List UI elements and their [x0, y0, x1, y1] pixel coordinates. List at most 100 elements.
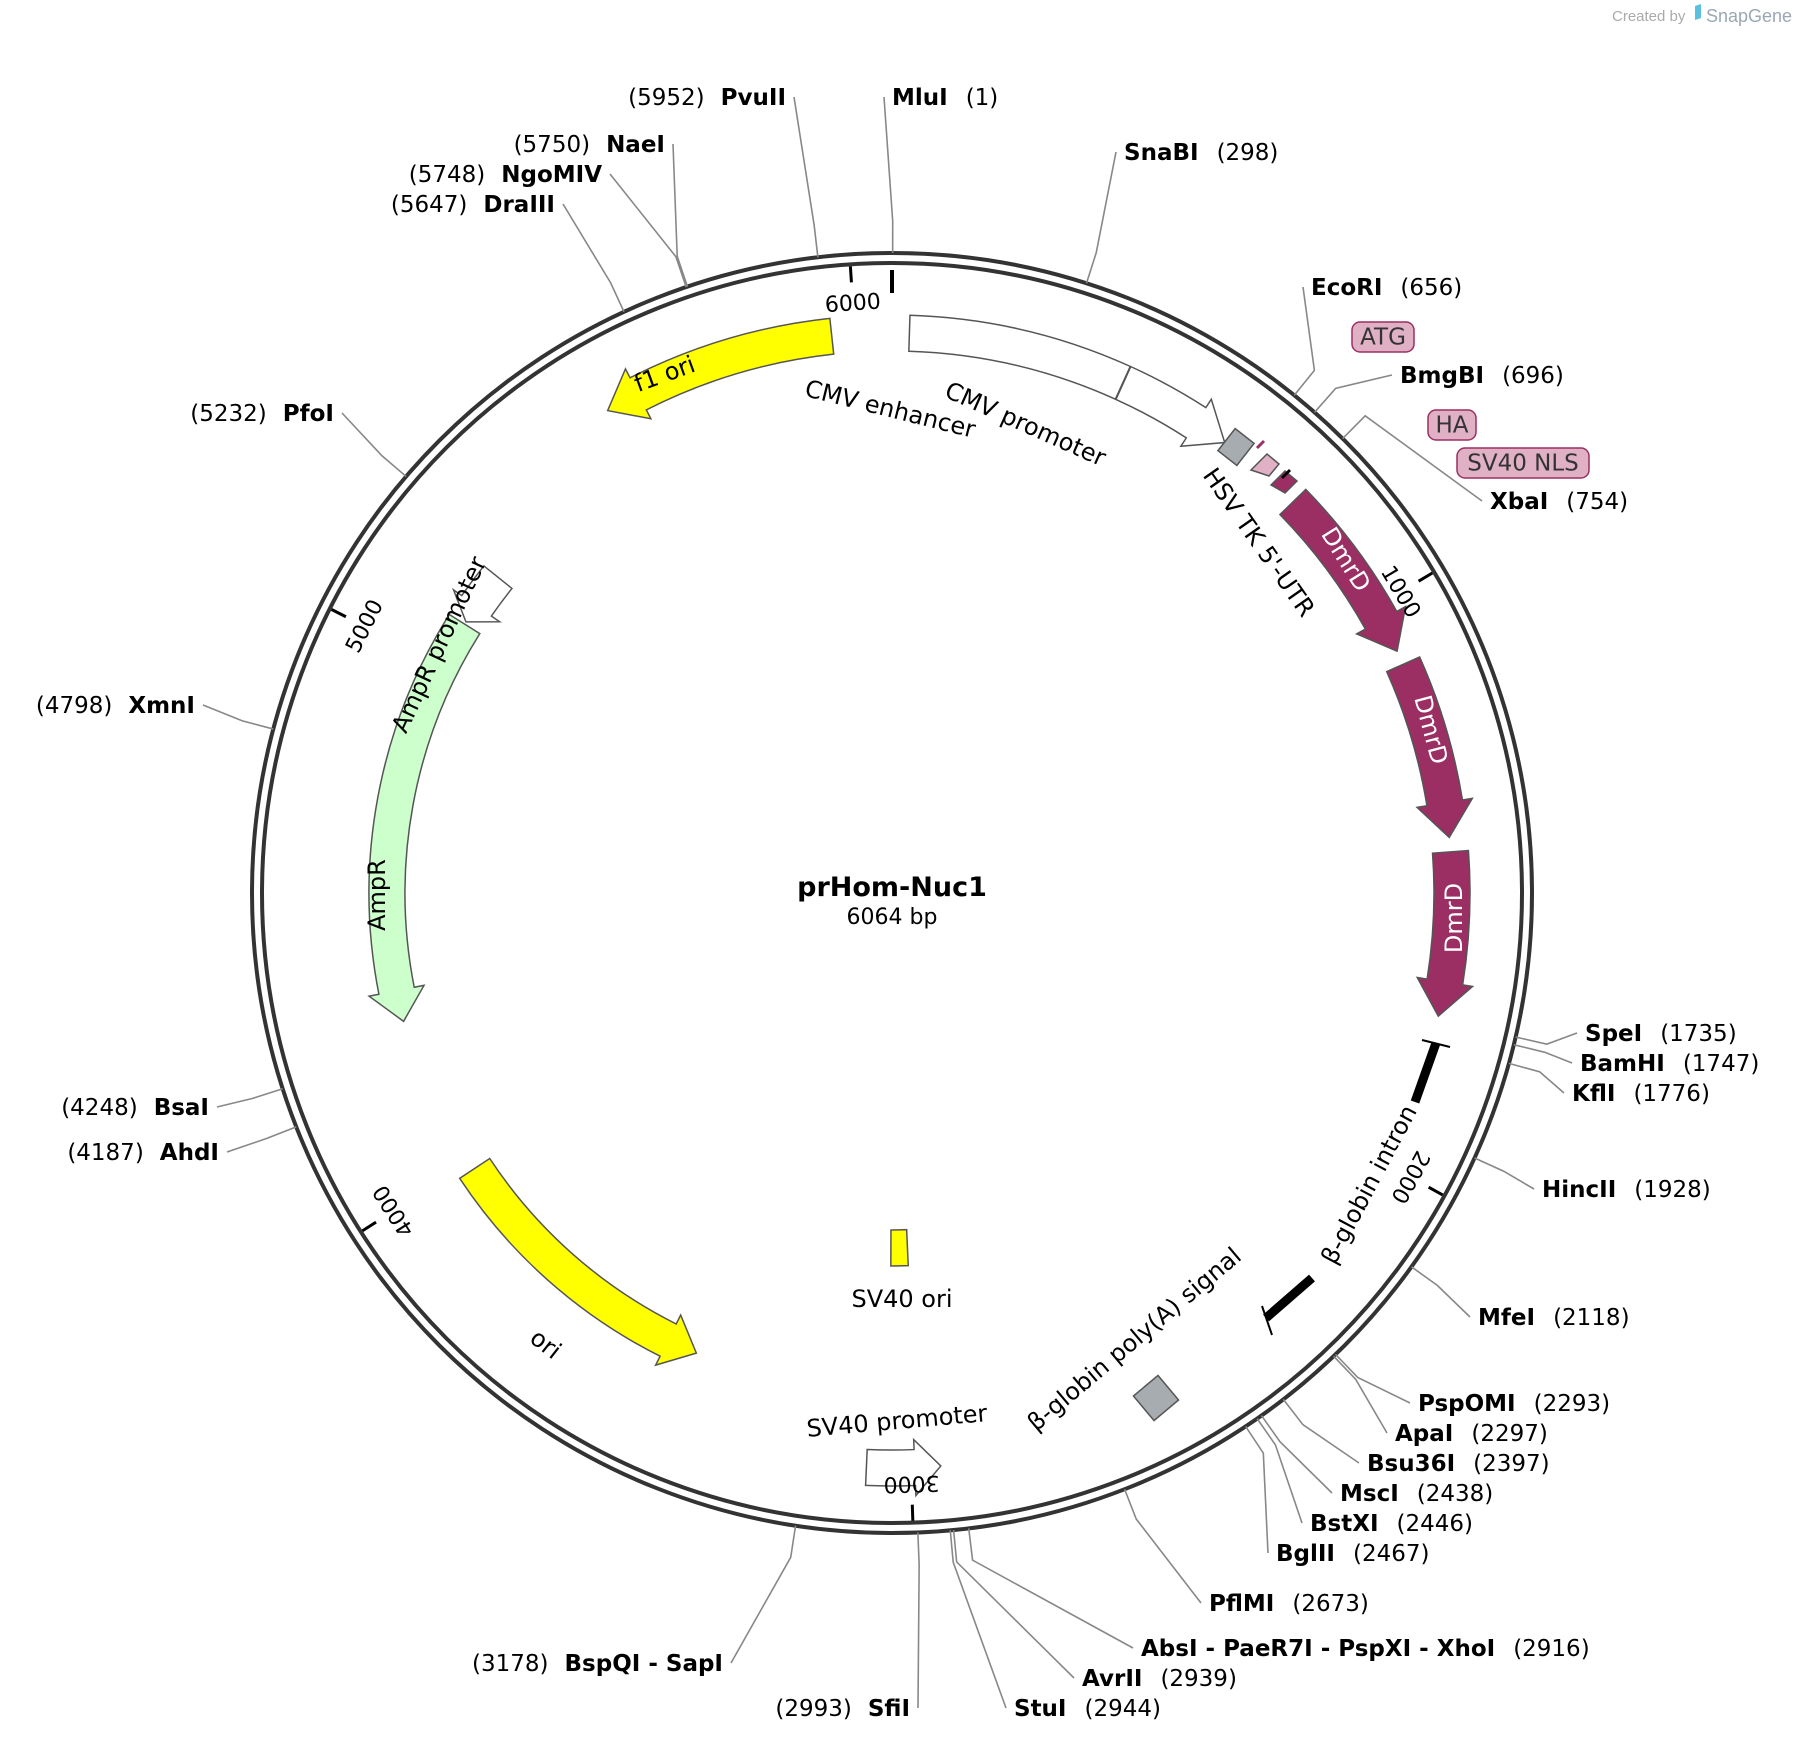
- site-line-bmgbi: [1313, 374, 1393, 413]
- site-line-msci: [1260, 1415, 1333, 1494]
- sv40-nls-glyph: [1269, 469, 1299, 494]
- feature-dmrd-9: [1385, 655, 1474, 839]
- beta-globin-intron-part1: [1410, 1041, 1441, 1104]
- tick-label-6000: 6000: [824, 289, 882, 318]
- restriction-sites: MluI(1)SnaBI(298)EcoRI(656)BmgBI(696)Xba…: [36, 85, 1759, 1722]
- site-line-xbai: [1342, 414, 1483, 502]
- site-bstxi: BstXI(2446): [1310, 1511, 1473, 1537]
- tag-label-sv40-nls: SV40 NLS: [1467, 451, 1579, 477]
- site-bamhi: BamHI(1747): [1580, 1051, 1759, 1077]
- site-line-bamhi: [1513, 1043, 1573, 1064]
- site-spei: SpeI(1735): [1585, 1021, 1737, 1047]
- site-line-bglii: [1244, 1425, 1269, 1554]
- backbone-inner-ring: [260, 261, 1524, 1525]
- tick-2000: [1427, 1185, 1444, 1197]
- backbone-outer-ring: [250, 251, 1534, 1535]
- site-xmni: (4798)XmnI: [36, 693, 195, 719]
- plasmid-name: prHom-Nuc1: [797, 872, 987, 903]
- site-line-bspqi-sapi: [730, 1525, 797, 1664]
- hsv-tk-utr-block: [1216, 427, 1256, 467]
- site-line-pflmi: [1123, 1488, 1202, 1604]
- site-bglii: BglII(2467): [1276, 1541, 1429, 1567]
- site-bsai: (4248)BsaI: [61, 1095, 209, 1121]
- tick-5000: [330, 608, 347, 619]
- site-absi-paer7i-pspxi-xhoi: AbsI - PaeR7I - PspXI - XhoI(2916): [1141, 1636, 1590, 1662]
- site-snabi: SnaBI(298): [1124, 140, 1278, 166]
- beta-globin-intron-bar: [1261, 1039, 1451, 1336]
- site-line-apai: [1333, 1355, 1388, 1434]
- feature-cmv-enhancer-0: [908, 314, 1132, 401]
- site-line-bsu36i: [1282, 1398, 1360, 1464]
- feature-dmrd-10: [1415, 849, 1475, 1018]
- feature-label-globin-poly-a-signal: β-globin poly(A) signal: [1022, 1242, 1247, 1437]
- site-line-ecori: [1293, 286, 1316, 396]
- feature-label-hsv-tk-5-utr: HSV TK 5'-UTR: [1197, 463, 1320, 622]
- site-hincii: HincII(1928): [1542, 1177, 1711, 1203]
- credit-prefix: Created by: [1612, 8, 1686, 25]
- feature-label-dmrd: DmrD: [1440, 883, 1468, 953]
- tick-label-5000: 5000: [341, 596, 389, 657]
- site-draiii: (5647)DraIII: [391, 192, 555, 218]
- site-line-mfei: [1411, 1266, 1471, 1318]
- site-mfei: MfeI(2118): [1478, 1305, 1630, 1331]
- site-avrii: AvrII(2939): [1082, 1666, 1237, 1692]
- site-line-mlui: [883, 96, 894, 254]
- plasmid-size: 6064 bp: [847, 905, 938, 930]
- site-line-pfoi: [341, 412, 407, 478]
- snapgene-logo-icon: [1695, 4, 1701, 20]
- site-kfli: KflI(1776): [1572, 1081, 1710, 1107]
- site-leader-lines: [202, 96, 1578, 1709]
- tick-4000: [361, 1220, 377, 1232]
- site-line-pspomi: [1334, 1353, 1411, 1404]
- feature-label-sv40-promoter: SV40 promoter: [805, 1399, 988, 1443]
- site-pfoi: (5232)PfoI: [190, 401, 334, 427]
- feature-label-sv40-ori: SV40 ori: [851, 1285, 952, 1313]
- beta-globin-intron-cap2: [1261, 1305, 1273, 1336]
- site-line-ngomiv: [609, 173, 687, 288]
- site-apai: ApaI(2297): [1395, 1421, 1548, 1447]
- tag-label-atg: ATG: [1360, 325, 1406, 351]
- site-sfii: (2993)SfiI: [775, 1696, 910, 1722]
- site-line-spei: [1515, 1032, 1578, 1046]
- tag-label-ha: HA: [1435, 413, 1468, 439]
- site-line-draiii: [562, 203, 625, 313]
- site-msci: MscI(2438): [1340, 1481, 1493, 1507]
- site-line-avrii: [952, 1529, 1075, 1679]
- feature-ori-5: [458, 1157, 698, 1367]
- feature-dmrd-8: [1278, 488, 1407, 653]
- site-line-kfli: [1508, 1062, 1565, 1094]
- tick-label-4000: 4000: [369, 1180, 420, 1241]
- site-bspqi-sapi: (3178)BspQI - SapI: [472, 1651, 723, 1677]
- tag-labels: ATG HA SV40 NLS: [1351, 321, 1590, 479]
- ha-tag-glyph: [1249, 452, 1281, 477]
- feature-ampr-4: [367, 613, 481, 1023]
- tick-1000: [1417, 571, 1434, 583]
- site-pflmi: PflMI(2673): [1209, 1591, 1369, 1617]
- site-pspomi: PspOMI(2293): [1418, 1391, 1610, 1417]
- feature-sv40-promoter-7: [864, 1437, 942, 1498]
- tag-box-atg: [1351, 321, 1415, 353]
- site-line-hincii: [1474, 1157, 1535, 1190]
- feature-label-ori: ori: [525, 1324, 567, 1365]
- beta-globin-intron-cap: [1421, 1039, 1451, 1048]
- site-mlui: MluI(1): [892, 85, 998, 111]
- site-ahdi: (4187)AhdI: [67, 1140, 219, 1166]
- tick-label-3000: 3000: [883, 1470, 940, 1497]
- site-xbai: XbaI(754): [1490, 489, 1628, 515]
- site-ngomiv: (5748)NgoMIV: [409, 162, 602, 188]
- tag-box-sv40-nls: [1456, 447, 1590, 479]
- feature-sv40-ori-6: [890, 1228, 910, 1267]
- tick-3000: [910, 1504, 915, 1521]
- site-line-bstxi: [1256, 1418, 1303, 1524]
- site-line-snabi: [1085, 151, 1117, 284]
- xbai-mark: [1280, 468, 1292, 480]
- site-line-naei: [672, 143, 689, 287]
- credit-brand: SnapGene: [1706, 6, 1792, 26]
- site-line-pvuii: [793, 96, 819, 258]
- site-line-stui: [949, 1530, 1007, 1709]
- feature-ampr-promoter-3: [451, 564, 514, 623]
- utr-glyphs: [1216, 427, 1299, 494]
- site-pvuii: (5952)PvuII: [628, 85, 786, 111]
- site-bsu36i: Bsu36I(2397): [1367, 1451, 1550, 1477]
